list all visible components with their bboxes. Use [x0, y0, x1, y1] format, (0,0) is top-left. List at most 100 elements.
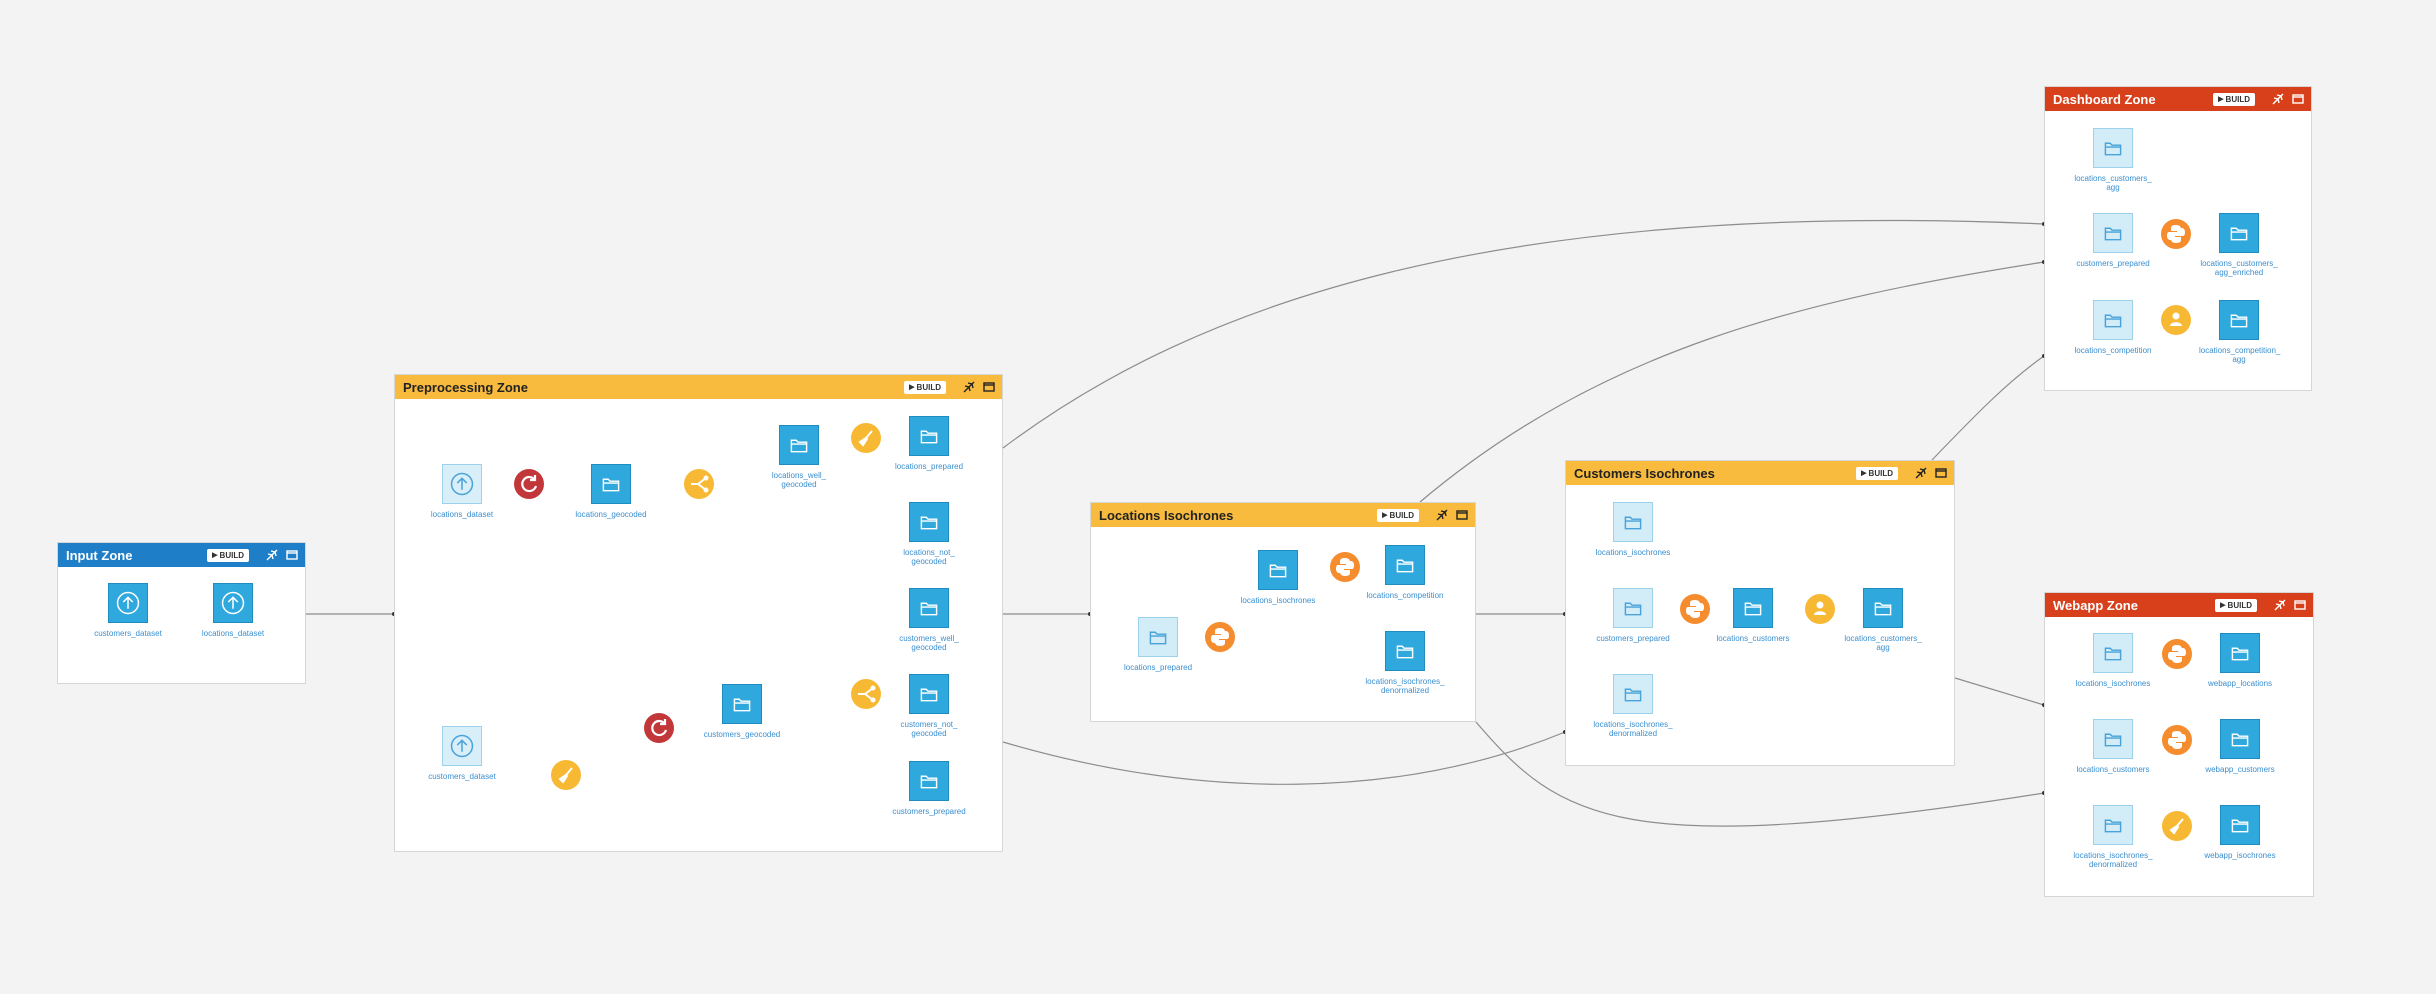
build-button[interactable]: ▶BUILD — [2215, 598, 2257, 612]
dataset-locations-customers-agg-enriched[interactable] — [2219, 213, 2259, 253]
python-recipe[interactable] — [1330, 552, 1360, 582]
build-button[interactable]: ▶BUILD — [904, 380, 946, 394]
collapse-icon[interactable] — [962, 380, 976, 394]
python-icon — [1211, 628, 1229, 646]
dataset-webapp-locations[interactable] — [2220, 633, 2260, 673]
collapse-icon[interactable] — [265, 548, 279, 562]
dataset-locations-customers[interactable] — [2093, 719, 2133, 759]
dataset-locations-well-geocoded[interactable] — [779, 425, 819, 465]
python-recipe[interactable] — [1205, 622, 1235, 652]
customers-isochrones-zone-header[interactable]: Customers Isochrones ▶BUILD — [1566, 461, 1954, 485]
dataset-locations-prepared[interactable] — [1138, 617, 1178, 657]
collapse-icon[interactable] — [1435, 508, 1449, 522]
build-button[interactable]: ▶BUILD — [207, 548, 249, 562]
dataset-label: locations_not_ geocoded — [903, 548, 955, 566]
dashboard-zone-header[interactable]: Dashboard Zone ▶BUILD — [2045, 87, 2311, 111]
build-button[interactable]: ▶BUILD — [1856, 466, 1898, 480]
collapse-icon[interactable] — [2273, 598, 2287, 612]
dataset-locations-competition-agg[interactable] — [2219, 300, 2259, 340]
dataset-customers-geocoded[interactable] — [722, 684, 762, 724]
geocode-recipe[interactable] — [644, 713, 674, 743]
preprocessing-zone-header[interactable]: Preprocessing Zone ▶BUILD — [395, 375, 1002, 399]
input-zone[interactable]: Input Zone ▶BUILD — [57, 542, 306, 684]
folder-icon — [2104, 142, 2122, 156]
dataset-customers-prepared[interactable] — [2093, 213, 2133, 253]
dataset-locations-prepared[interactable] — [909, 416, 949, 456]
dataset-locations-customers-agg[interactable] — [2093, 128, 2133, 168]
dataset-locations-isochrones[interactable] — [2093, 633, 2133, 673]
python-recipe[interactable] — [2162, 725, 2192, 755]
geocode-recipe[interactable] — [514, 469, 544, 499]
zone-title: Webapp Zone — [2053, 597, 2138, 613]
dataset-locations-isochrones-denormalized[interactable] — [1613, 674, 1653, 714]
dataset-customers-not-geocoded[interactable] — [909, 674, 949, 714]
dataset-locations-isochrones[interactable] — [1613, 502, 1653, 542]
dataset-webapp-customers[interactable] — [2220, 719, 2260, 759]
prepare-recipe[interactable] — [851, 423, 881, 453]
dataset-locations-isochrones[interactable] — [1258, 550, 1298, 590]
python-recipe[interactable] — [2162, 639, 2192, 669]
dataset-locations-competition[interactable] — [1385, 545, 1425, 585]
dataset-locations-isochrones-denormalized[interactable] — [1385, 631, 1425, 671]
folder-icon — [1624, 602, 1642, 616]
window-icon[interactable] — [285, 548, 299, 562]
python-icon — [1686, 600, 1704, 618]
input-zone-header[interactable]: Input Zone ▶BUILD — [58, 543, 305, 567]
dataset-customers-well-geocoded[interactable] — [909, 588, 949, 628]
zone-title: Input Zone — [66, 547, 133, 563]
dataset-locations-dataset[interactable] — [442, 464, 482, 504]
folder-icon — [602, 478, 620, 492]
locations-isochrones-zone-header[interactable]: Locations Isochrones ▶BUILD — [1091, 503, 1475, 527]
split-recipe[interactable] — [851, 679, 881, 709]
window-icon[interactable] — [1455, 508, 1469, 522]
dataset-locations-not-geocoded[interactable] — [909, 502, 949, 542]
dataset-locations-dataset[interactable] — [213, 583, 253, 623]
edge-preprocessing-customers — [1002, 731, 1566, 785]
dataset-label: customers_geocoded — [703, 730, 781, 739]
window-icon[interactable] — [982, 380, 996, 394]
dataset-locations-isochrones-denormalized[interactable] — [2093, 805, 2133, 845]
split-recipe[interactable] — [684, 469, 714, 499]
webapp-zone-header[interactable]: Webapp Zone ▶BUILD — [2045, 593, 2313, 617]
folder-icon — [1624, 516, 1642, 530]
folder-icon — [2231, 647, 2249, 661]
locations-isochrones-zone[interactable]: Locations Isochrones ▶BUILD — [1090, 502, 1476, 722]
zone-title: Preprocessing Zone — [403, 379, 528, 395]
python-recipe[interactable] — [1680, 594, 1710, 624]
dataset-customers-prepared[interactable] — [1613, 588, 1653, 628]
group-icon — [1814, 601, 1826, 615]
build-button[interactable]: ▶BUILD — [2213, 92, 2255, 106]
python-icon — [1336, 558, 1354, 576]
dataset-customers-dataset[interactable] — [108, 583, 148, 623]
play-icon: ▶ — [1861, 470, 1867, 477]
prepare-recipe[interactable] — [2162, 811, 2192, 841]
dataset-locations-customers-agg[interactable] — [1863, 588, 1903, 628]
dataset-customers-dataset[interactable] — [442, 726, 482, 766]
group-recipe[interactable] — [1805, 594, 1835, 624]
build-button[interactable]: ▶BUILD — [1377, 508, 1419, 522]
prepare-recipe[interactable] — [551, 760, 581, 790]
refresh-icon — [521, 475, 538, 493]
collapse-icon[interactable] — [2271, 92, 2285, 106]
window-icon[interactable] — [2291, 92, 2305, 106]
python-recipe[interactable] — [2161, 219, 2191, 249]
dataset-locations-customers[interactable] — [1733, 588, 1773, 628]
dataset-locations-geocoded[interactable] — [591, 464, 631, 504]
edge-preprocessing-dashboard-1 — [1002, 219, 2045, 449]
preprocessing-zone[interactable]: Preprocessing Zone ▶BUILD — [394, 374, 1003, 852]
dataset-label: locations_customers_ agg — [2074, 174, 2152, 192]
collapse-icon[interactable] — [1914, 466, 1928, 480]
group-recipe[interactable] — [2161, 305, 2191, 335]
dataset-locations-competition[interactable] — [2093, 300, 2133, 340]
folder-icon — [2104, 733, 2122, 747]
folder-icon — [1396, 645, 1414, 659]
dataset-webapp-isochrones[interactable] — [2220, 805, 2260, 845]
folder-icon — [920, 688, 938, 702]
dataset-customers-prepared[interactable] — [909, 761, 949, 801]
window-icon[interactable] — [2293, 598, 2307, 612]
dataset-label: locations_competition_ agg — [2199, 346, 2281, 364]
dashboard-zone[interactable]: Dashboard Zone ▶BUILD — [2044, 86, 2312, 391]
window-icon[interactable] — [1934, 466, 1948, 480]
folder-icon — [1269, 564, 1287, 578]
